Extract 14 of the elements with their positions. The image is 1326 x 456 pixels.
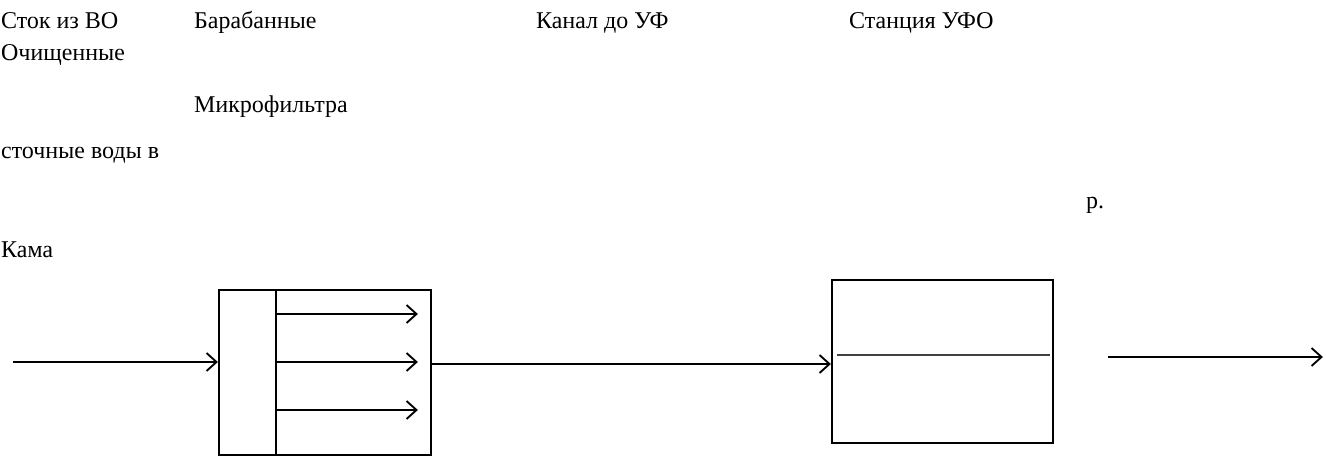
- arrow: [431, 354, 831, 374]
- process-box: [218, 289, 432, 456]
- label-text: Канал до УФ: [536, 12, 668, 33]
- process-box: [831, 279, 1054, 444]
- label-text: Микрофильтра: [194, 95, 348, 118]
- label-text: сточные воды в: [1, 146, 159, 163]
- label-text: Очищенные: [2, 44, 124, 65]
- label-text: Сток из ВО: [2, 12, 118, 29]
- arrow: [1107, 347, 1323, 367]
- label-text: Барабанные: [194, 10, 316, 34]
- label-text: Кама: [1, 241, 53, 258]
- arrow: [12, 352, 218, 372]
- label-text: р.: [1086, 196, 1103, 214]
- label-text: Станция УФО: [850, 12, 993, 33]
